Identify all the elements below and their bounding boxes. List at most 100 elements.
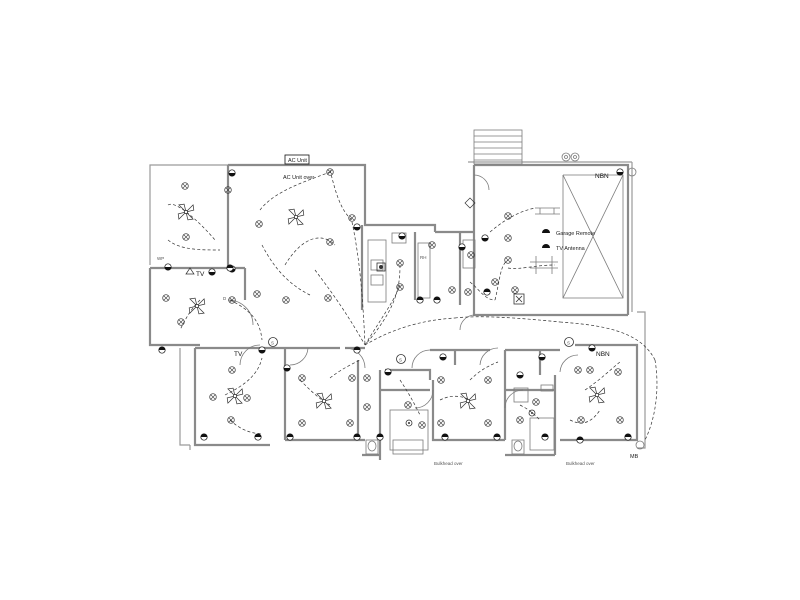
exhaust-fan-icon (513, 293, 525, 305)
mb-label: MB (630, 454, 639, 460)
downlight-icon (574, 366, 582, 374)
power-point-icon (541, 433, 549, 441)
tv-antenna-label: TV Antenna (556, 246, 586, 252)
power-point-icon (416, 296, 424, 304)
tv-family-label: TV (196, 271, 205, 278)
tv-master-label: TV (234, 351, 243, 358)
power-point-icon (164, 263, 172, 271)
power-point-icon (493, 433, 501, 441)
smoke-alarm-icon: S (268, 337, 278, 347)
ac-unit-box (284, 154, 310, 165)
downlight-icon (516, 416, 524, 424)
power-point-icon (353, 223, 361, 231)
power-point-icon (624, 433, 632, 441)
downlight-icon (348, 374, 356, 382)
downlight-icon (467, 251, 475, 259)
power-point-icon (286, 433, 294, 441)
downlight-icon (532, 398, 540, 406)
downlight-icon (363, 374, 371, 382)
ceiling-fans (177, 203, 606, 410)
power-point-icon (588, 344, 596, 352)
bulkhead-label-1: Bulkhead over (434, 461, 463, 466)
downlight-icon (228, 366, 236, 374)
data-outlet-icon (464, 197, 476, 209)
downlight-icon (243, 394, 251, 402)
ceiling-fan-icon (315, 392, 333, 410)
downlight-icon (181, 182, 189, 190)
downlight-icon (504, 212, 512, 220)
downlight-icon (177, 318, 185, 326)
power-point-icon (433, 296, 441, 304)
ceiling-fan-icon (226, 387, 244, 405)
downlight-icon (491, 278, 499, 286)
downlight-icon (437, 376, 445, 384)
walls (148, 129, 646, 460)
exhaust-fan-icon (405, 419, 413, 427)
svg-text:S: S (399, 358, 402, 363)
power-point-icon (226, 264, 234, 272)
power-point-icon (208, 268, 216, 276)
power-point-icon (576, 436, 584, 444)
rh-label: RH (420, 255, 427, 260)
downlight-icon (162, 294, 170, 302)
power-point-icon (616, 168, 624, 176)
smoke-alarm-icon: S (396, 354, 406, 364)
downlight-icon (182, 233, 190, 241)
plan-labels: AC Unit AC Unit over NBN Garage Remote T… (157, 154, 639, 466)
ceiling-fan-icon (459, 392, 477, 410)
svg-text:S: S (567, 341, 570, 346)
power-point-icon (353, 346, 361, 354)
ceiling-fan-icon (287, 208, 305, 226)
downlight-icon (418, 421, 426, 429)
downlight-icon (484, 419, 492, 427)
downlight-icon (346, 419, 354, 427)
downlight-icon (209, 393, 217, 401)
smoke-alarms: S S S (268, 337, 574, 364)
downlight-icon (253, 290, 261, 298)
downlight-icon (437, 419, 445, 427)
downlight-icon (298, 419, 306, 427)
downlight-icon (224, 186, 232, 194)
exhaust-fan-icon (528, 409, 536, 417)
downlight-icon (348, 214, 356, 222)
garage-remote-label: Garage Remote (556, 231, 595, 237)
d-label: D (223, 296, 227, 301)
downlight-icon (586, 366, 594, 374)
downlight-icon (255, 220, 263, 228)
ceiling-fan-icon (177, 203, 195, 221)
power-point-icon (254, 433, 262, 441)
power-point-icon (516, 371, 524, 379)
power-point-icon (538, 353, 546, 361)
power-point-icon (200, 433, 208, 441)
wiring (167, 169, 658, 441)
downlights (162, 168, 624, 429)
bulkhead-label-2: Bulkhead over (566, 461, 595, 466)
smoke-alarm-icon: S (564, 337, 574, 347)
power-point-icon (398, 232, 406, 240)
power-point-icon (483, 288, 491, 296)
downlight-icon (282, 296, 290, 304)
power-point-icon (228, 169, 236, 177)
exhaust-fans (376, 262, 536, 427)
power-point-icon (441, 433, 449, 441)
ceiling-fan-icon (188, 297, 206, 315)
downlight-icon (464, 288, 472, 296)
downlight-icon (614, 368, 622, 376)
wp-label: WP (157, 256, 164, 261)
downlight-icon (326, 168, 334, 176)
downlight-icon (404, 401, 412, 409)
garage-remote-icon (542, 229, 550, 233)
downlight-icon (484, 376, 492, 384)
exhaust-fan-icon (376, 262, 386, 272)
downlight-icon (228, 296, 236, 304)
downlight-icon (448, 286, 456, 294)
downlight-icon (504, 256, 512, 264)
tv-antenna-icon (542, 244, 550, 248)
downlight-icon (577, 416, 585, 424)
power-point-icon (158, 346, 166, 354)
power-point-icon (376, 433, 384, 441)
downlight-icon (428, 241, 436, 249)
downlight-icon (504, 234, 512, 242)
power-point-icon (439, 353, 447, 361)
